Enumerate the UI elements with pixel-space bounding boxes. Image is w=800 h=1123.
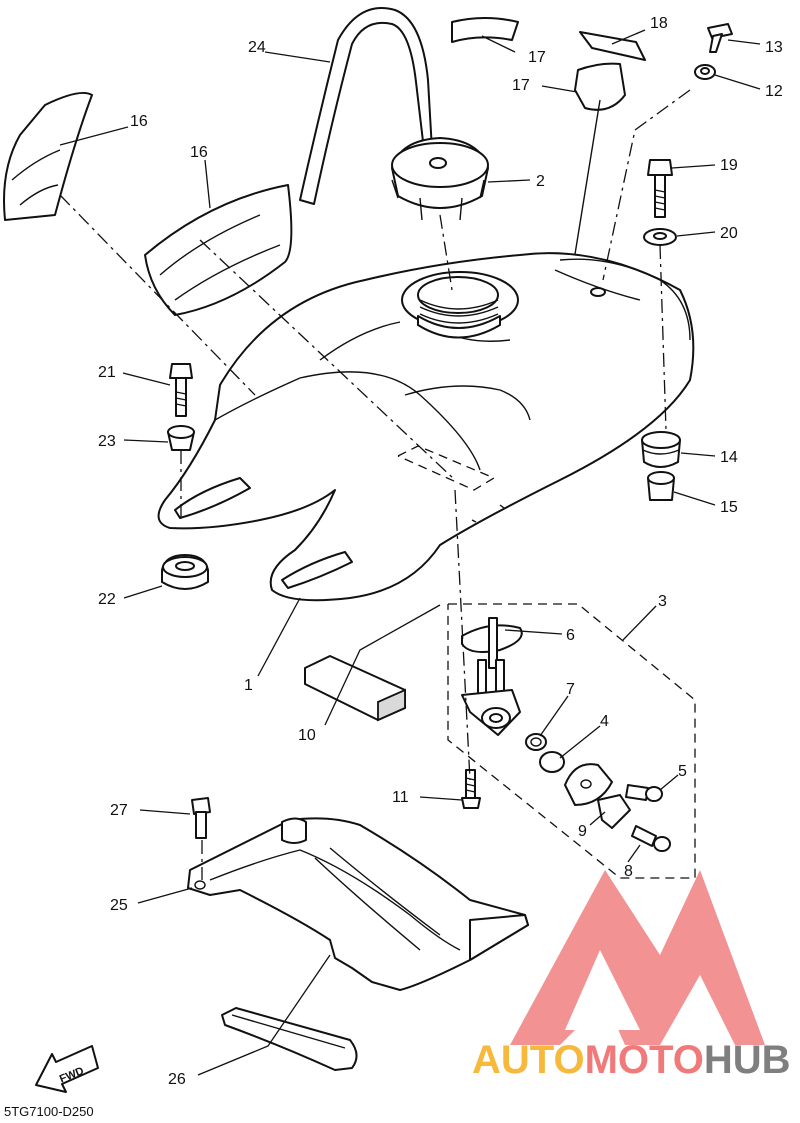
callout-12: 12 bbox=[765, 83, 783, 100]
screw-8 bbox=[631, 825, 671, 852]
fuel-tank-cap bbox=[391, 137, 489, 221]
fwd-arrow: FWD bbox=[35, 1045, 99, 1093]
callout-14: 14 bbox=[720, 449, 738, 466]
screw-13 bbox=[707, 23, 733, 53]
drawing-code: 5TG7100-D250 bbox=[4, 1104, 94, 1119]
callout-6: 6 bbox=[566, 627, 575, 644]
callout-7: 7 bbox=[566, 681, 575, 698]
leader-lines bbox=[59, 29, 761, 1076]
callout-8: 8 bbox=[624, 863, 633, 880]
spring-7 bbox=[525, 733, 547, 751]
callout-3: 3 bbox=[658, 593, 667, 610]
fuel-cock-body bbox=[461, 659, 521, 736]
screw-5 bbox=[625, 784, 663, 802]
plate-26 bbox=[221, 1007, 358, 1071]
collar-12 bbox=[694, 64, 716, 80]
fuel-tank bbox=[157, 252, 695, 602]
damper-10 bbox=[304, 655, 406, 722]
callout-17a: 17 bbox=[528, 49, 546, 66]
watermark-brand-text: AUTOMOTOHUB bbox=[472, 1038, 791, 1082]
callout-25: 25 bbox=[110, 897, 128, 914]
callout-5: 5 bbox=[678, 763, 687, 780]
bolt-27 bbox=[191, 797, 211, 839]
assembly-lines bbox=[59, 89, 691, 880]
callout-23: 23 bbox=[98, 433, 116, 450]
filler-neck bbox=[401, 271, 519, 339]
callout-4: 4 bbox=[600, 713, 609, 730]
callout-9: 9 bbox=[578, 823, 587, 840]
bolt-11 bbox=[461, 769, 481, 809]
o-ring-4 bbox=[539, 751, 565, 773]
side-pad-right bbox=[144, 184, 293, 316]
callout-27: 27 bbox=[110, 802, 128, 819]
fuel-cock-assembly-outline bbox=[447, 603, 696, 879]
callout-15: 15 bbox=[720, 499, 738, 516]
watermark-logo bbox=[510, 870, 765, 1045]
callout-16b: 16 bbox=[190, 144, 208, 161]
lever-9 bbox=[597, 794, 631, 829]
callout-numbers: 24 16 16 17 18 17 13 12 2 19 20 21 23 14… bbox=[98, 15, 783, 1088]
watermark-moto: MOTO bbox=[585, 1038, 704, 1082]
plate-lever bbox=[564, 763, 613, 806]
callout-22: 22 bbox=[98, 591, 116, 608]
callout-20: 20 bbox=[720, 225, 738, 242]
protector-top bbox=[451, 17, 519, 43]
callout-19: 19 bbox=[720, 157, 738, 174]
callout-11: 11 bbox=[392, 789, 409, 806]
damper-22 bbox=[161, 554, 209, 590]
callout-13: 13 bbox=[765, 39, 783, 56]
bolt-19 bbox=[647, 159, 673, 218]
bolt-21 bbox=[169, 363, 193, 417]
mount-reference-box bbox=[397, 445, 496, 491]
callout-21: 21 bbox=[98, 364, 116, 381]
washer-20 bbox=[643, 228, 677, 246]
callout-18: 18 bbox=[650, 15, 668, 32]
callout-17b: 17 bbox=[512, 77, 530, 94]
watermark-auto: AUTO bbox=[472, 1038, 585, 1082]
callout-24: 24 bbox=[248, 39, 266, 56]
collar-23 bbox=[167, 425, 195, 451]
side-pad-left bbox=[3, 92, 93, 221]
tank-cover-25 bbox=[187, 817, 529, 991]
tank-protector-17 bbox=[569, 62, 626, 286]
damper-14 bbox=[641, 431, 681, 468]
callout-26: 26 bbox=[168, 1071, 186, 1088]
collar-15 bbox=[647, 471, 675, 501]
gasket-6 bbox=[461, 617, 523, 669]
callout-2: 2 bbox=[536, 173, 545, 190]
callout-1: 1 bbox=[244, 677, 253, 694]
callout-10: 10 bbox=[298, 727, 316, 744]
callout-16a: 16 bbox=[130, 113, 148, 130]
watermark-hub: HUB bbox=[704, 1038, 791, 1082]
tank-protector-18 bbox=[579, 31, 646, 61]
